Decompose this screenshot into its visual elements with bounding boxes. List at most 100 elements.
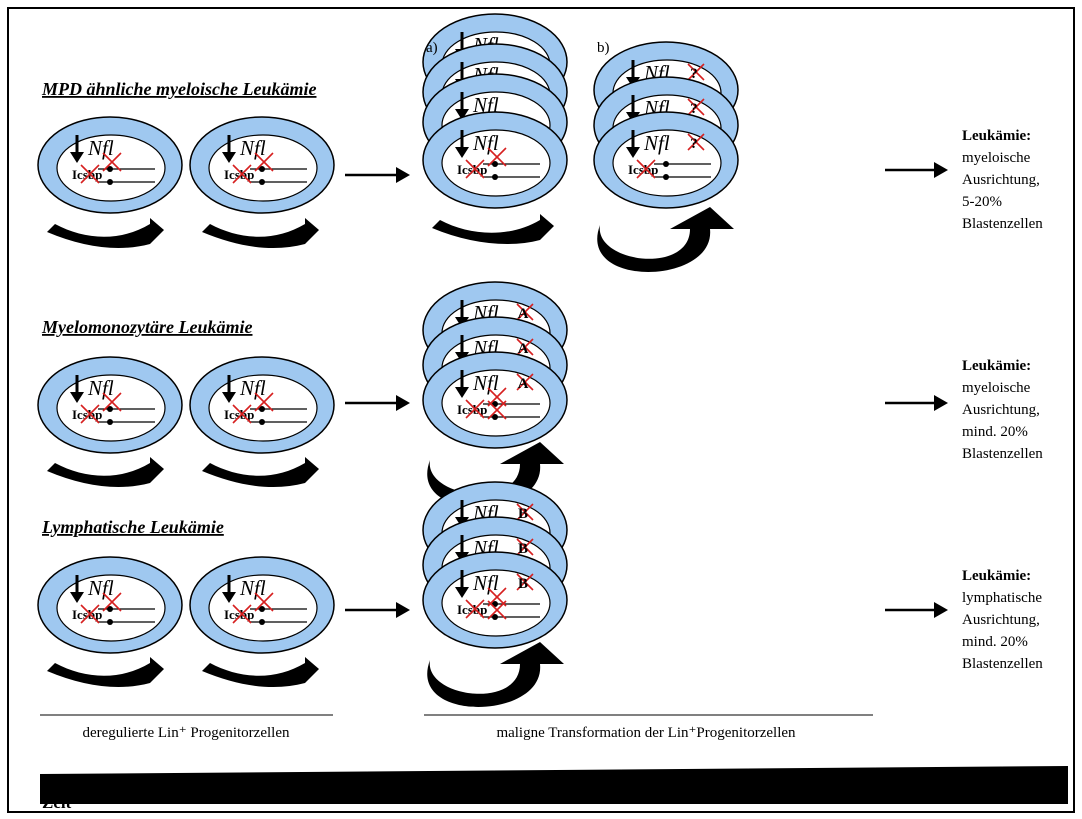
- gene-label: Nfl: [472, 571, 499, 595]
- gene-cross-icon: [102, 152, 122, 172]
- icsbp-cross-icon: [80, 604, 100, 624]
- gene-cross-icon: [102, 592, 122, 612]
- icsbp-cross-icon: [80, 404, 100, 424]
- second-cross-icon: [687, 133, 705, 151]
- second-cross-icon: [516, 373, 534, 391]
- second-hit-label: B: [518, 506, 528, 522]
- gene-label: Nfl: [239, 136, 266, 160]
- row1-curve-2: [202, 218, 319, 248]
- gene-label: Nfl: [87, 136, 114, 160]
- label-a: a): [426, 40, 438, 56]
- row1-result-line-2: myeloische: [962, 150, 1031, 166]
- row3-result-line-4: mind. 20%: [962, 634, 1028, 650]
- gene-cross-icon: [254, 592, 274, 612]
- marker-label: Icsbp: [72, 407, 102, 422]
- row2-result-line-2: myeloische: [962, 380, 1031, 396]
- icsbp-cross-icon: [465, 599, 485, 619]
- down-arrow-icon: [222, 575, 236, 603]
- gene-label: Nfl: [643, 131, 670, 155]
- marker-label: Icsbp: [457, 602, 487, 617]
- row2-result-line-3: Ausrichtung,: [962, 402, 1040, 418]
- marker-label: Icsbp: [628, 162, 658, 177]
- row1-result-line-3: Ausrichtung,: [962, 172, 1040, 188]
- second-cross-icon: [516, 303, 534, 321]
- second-cross-icon: [516, 338, 534, 356]
- icsbp-cross-icon: [232, 404, 252, 424]
- row3-arrow-2: [885, 602, 948, 618]
- marker-label: Icsbp: [224, 607, 254, 622]
- row2-curve-1: [47, 457, 164, 487]
- second-hit-label: A: [518, 306, 529, 322]
- row3-arrow-1: [345, 602, 410, 618]
- time-wedge: [40, 766, 1068, 804]
- second-cross-icon: [687, 63, 705, 81]
- marker-label: Icsbp: [224, 167, 254, 182]
- row3-curve-2: [202, 657, 319, 687]
- marker-label: Icsbp: [457, 162, 487, 177]
- second-cross-icon: [516, 503, 534, 521]
- icsbp-cross-icon: [636, 159, 656, 179]
- outer-frame: [7, 7, 1075, 813]
- gene-cross-icon: [254, 392, 274, 412]
- row2-stack-curve: [427, 442, 564, 507]
- down-arrow-icon: [70, 575, 84, 603]
- gene-label: Nfl: [239, 576, 266, 600]
- down-arrow-icon: [70, 375, 84, 403]
- row-title-3: Lymphatische Leukämie: [41, 517, 224, 537]
- marker-label: Icsbp: [457, 402, 487, 417]
- gene-label: Nfl: [472, 131, 499, 155]
- row3-stack-curve: [427, 642, 564, 707]
- gene-label: Nfl: [472, 371, 499, 395]
- gene-label: Nfl: [87, 576, 114, 600]
- down-arrow-icon: [70, 135, 84, 163]
- down-arrow-icon: [455, 92, 469, 120]
- row-title-1: MPD ähnliche myeloische Leukämie: [41, 79, 316, 99]
- row2-result-line-1: Leukämie:: [962, 358, 1031, 374]
- gene-cross-icon: [254, 152, 274, 172]
- time-label: Zeit: [42, 793, 72, 812]
- gene-label: Nfl: [239, 376, 266, 400]
- marker-label: Icsbp: [72, 167, 102, 182]
- second-cross-icon: [687, 98, 705, 116]
- row2-result-line-4: mind. 20%: [962, 424, 1028, 440]
- icsbp-cross-icon: [232, 164, 252, 184]
- second-cross-icon: [516, 538, 534, 556]
- icsbp-cross-icon: [465, 159, 485, 179]
- marker-label: Icsbp: [224, 407, 254, 422]
- second-cross-icon: [516, 573, 534, 591]
- second-hit-label: ?: [690, 66, 698, 82]
- down-arrow-icon: [455, 570, 469, 598]
- icsbp-cross-icon: [80, 164, 100, 184]
- gene-cross-icon: [487, 147, 507, 167]
- gene-cross-icon: [102, 392, 122, 412]
- row3-result-line-5: Blastenzellen: [962, 656, 1043, 672]
- gene-label: Nfl: [87, 376, 114, 400]
- bottom-right-caption: maligne Transformation der Lin⁺Progenito…: [496, 725, 796, 741]
- down-arrow-icon: [455, 370, 469, 398]
- row3-curve-1: [47, 657, 164, 687]
- down-arrow-icon: [455, 130, 469, 158]
- second-hit-label: A: [518, 376, 529, 392]
- row3-result-line-1: Leukämie:: [962, 568, 1031, 584]
- row1-curve-1: [47, 218, 164, 248]
- down-arrow-icon: [626, 130, 640, 158]
- row3-result-line-2: lymphatische: [962, 590, 1042, 606]
- cross-icon: [487, 400, 507, 420]
- row2-curve-2: [202, 457, 319, 487]
- second-hit-label: B: [518, 576, 528, 592]
- second-hit-label: B: [518, 541, 528, 557]
- down-arrow-icon: [222, 135, 236, 163]
- row1-result-line-5: Blastenzellen: [962, 216, 1043, 232]
- bottom-left-caption: deregulierte Lin⁺ Progenitorzellen: [82, 725, 290, 741]
- row1-stack-a-curve: [432, 214, 554, 244]
- second-hit-label: A: [518, 341, 529, 357]
- row2-arrow-2: [885, 395, 948, 411]
- icsbp-cross-icon: [232, 604, 252, 624]
